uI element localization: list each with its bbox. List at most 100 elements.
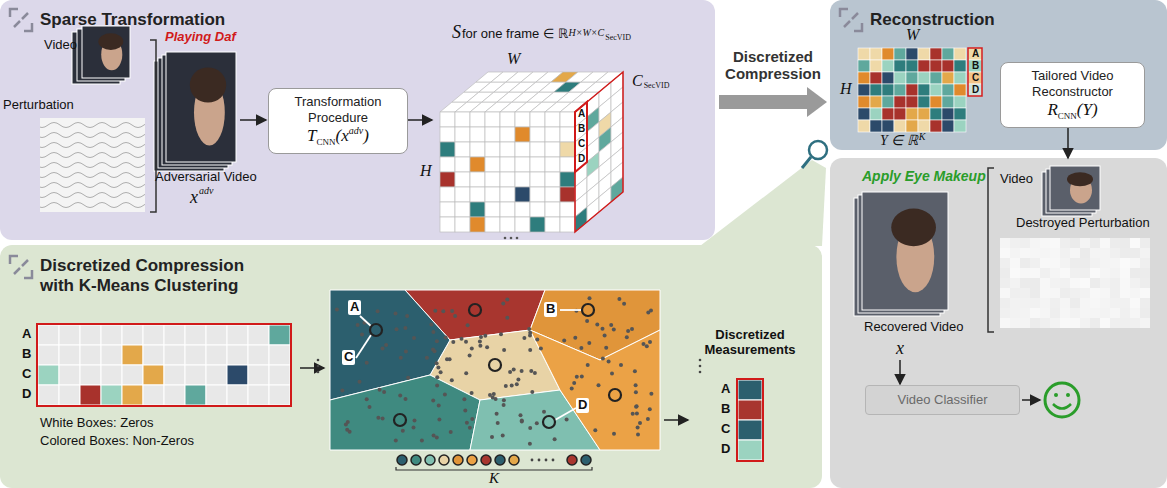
mosaic-cell bbox=[1090, 288, 1100, 298]
grid-cell bbox=[906, 72, 918, 84]
cube-cell bbox=[500, 172, 515, 187]
data-point bbox=[510, 383, 514, 387]
cube-cell bbox=[440, 217, 455, 232]
mosaic-cell bbox=[1020, 248, 1030, 258]
data-point bbox=[604, 346, 608, 350]
strip-cell bbox=[248, 365, 269, 385]
label: Perturbation bbox=[3, 98, 74, 113]
label: K bbox=[489, 470, 499, 487]
hair bbox=[891, 209, 936, 247]
mosaic-cell bbox=[1120, 268, 1130, 278]
data-point bbox=[432, 433, 436, 437]
mosaic-cell bbox=[1010, 288, 1020, 298]
grid-cell bbox=[954, 84, 966, 96]
mosaic-cell bbox=[1030, 308, 1040, 318]
ellipsis-dot bbox=[516, 237, 519, 240]
cube-cell bbox=[440, 172, 455, 187]
data-point bbox=[466, 323, 470, 327]
ellipsis-dot bbox=[545, 459, 548, 462]
grid-cell bbox=[942, 72, 954, 84]
mosaic-cell bbox=[1080, 258, 1090, 268]
cube-cell bbox=[500, 112, 515, 127]
cube-cell bbox=[455, 172, 470, 187]
mosaic-cell bbox=[1040, 278, 1050, 288]
grid-cell bbox=[894, 96, 906, 108]
data-point bbox=[394, 439, 398, 443]
centroid-swatch bbox=[481, 455, 491, 465]
cube-cell bbox=[560, 172, 575, 187]
mosaic-cell bbox=[1110, 308, 1120, 318]
mosaic-cell bbox=[1040, 288, 1050, 298]
panel: ReconstructionTailored Video Reconstruct… bbox=[830, 0, 1167, 150]
grid-cell bbox=[870, 72, 882, 84]
label: Destroyed Perturbation bbox=[1016, 216, 1150, 231]
bracket bbox=[988, 168, 994, 332]
data-point bbox=[462, 397, 466, 401]
mosaic-cell bbox=[1130, 298, 1140, 308]
data-point bbox=[522, 336, 526, 340]
grid-cell bbox=[870, 120, 882, 132]
data-point bbox=[519, 413, 523, 417]
mosaic-cell bbox=[1030, 248, 1040, 258]
label: B bbox=[544, 302, 557, 317]
arrow bbox=[664, 419, 688, 421]
cube-cell bbox=[515, 172, 530, 187]
mosaic-cell bbox=[1010, 308, 1020, 318]
grid-cell bbox=[968, 72, 982, 84]
grid-cell bbox=[918, 72, 930, 84]
cube-cell bbox=[545, 217, 560, 232]
data-point bbox=[572, 381, 576, 385]
cube-cell bbox=[515, 217, 530, 232]
mosaic-cell bbox=[1020, 288, 1030, 298]
data-point bbox=[622, 302, 626, 306]
data-point bbox=[433, 309, 437, 313]
label: Y ∈ ℝ bbox=[880, 133, 918, 149]
data-point bbox=[450, 309, 454, 313]
data-point bbox=[588, 296, 592, 300]
cube-cell bbox=[470, 112, 485, 127]
cube-cell bbox=[530, 187, 545, 202]
grid-cell bbox=[968, 84, 982, 96]
data-point bbox=[649, 392, 653, 396]
math-symbol: CNN bbox=[317, 137, 336, 147]
data-point bbox=[431, 348, 435, 352]
grid-cell bbox=[918, 84, 930, 96]
selection-outline bbox=[737, 379, 763, 461]
mosaic-cell bbox=[1140, 308, 1150, 318]
mosaic-cell bbox=[1000, 278, 1010, 288]
mosaic-cell bbox=[1080, 308, 1090, 318]
mosaic-cell bbox=[1120, 288, 1130, 298]
measurement-cell bbox=[738, 440, 762, 460]
grid-cell bbox=[930, 120, 942, 132]
grid-cell bbox=[930, 96, 942, 108]
ellipsis-dot bbox=[317, 371, 320, 374]
cube-cell bbox=[560, 202, 575, 217]
cube-cell bbox=[560, 157, 575, 172]
cube-cell bbox=[455, 142, 470, 157]
video-frame bbox=[862, 192, 948, 310]
data-point bbox=[368, 405, 372, 409]
hair bbox=[98, 33, 123, 50]
data-point bbox=[395, 327, 399, 331]
video-frame bbox=[1050, 166, 1100, 210]
data-point bbox=[553, 437, 557, 441]
strip-cell bbox=[59, 345, 80, 365]
assignment-line bbox=[560, 309, 581, 311]
data-point bbox=[453, 314, 457, 318]
data-point bbox=[610, 372, 614, 376]
cube-cell bbox=[455, 187, 470, 202]
data-point bbox=[436, 365, 440, 369]
data-point bbox=[451, 340, 455, 344]
cube-cell bbox=[530, 112, 545, 127]
data-point bbox=[401, 429, 405, 433]
data-point bbox=[431, 330, 435, 334]
label: White Boxes: Zeros bbox=[40, 416, 153, 431]
centroid-swatch bbox=[467, 455, 477, 465]
cube-cell bbox=[455, 202, 470, 217]
panel-ground bbox=[830, 0, 1167, 150]
box-label: Video Classifier bbox=[897, 392, 987, 408]
math-symbol: (x bbox=[336, 126, 349, 145]
data-point bbox=[636, 432, 640, 436]
grid-cell bbox=[894, 84, 906, 96]
grid-cell bbox=[954, 96, 966, 108]
